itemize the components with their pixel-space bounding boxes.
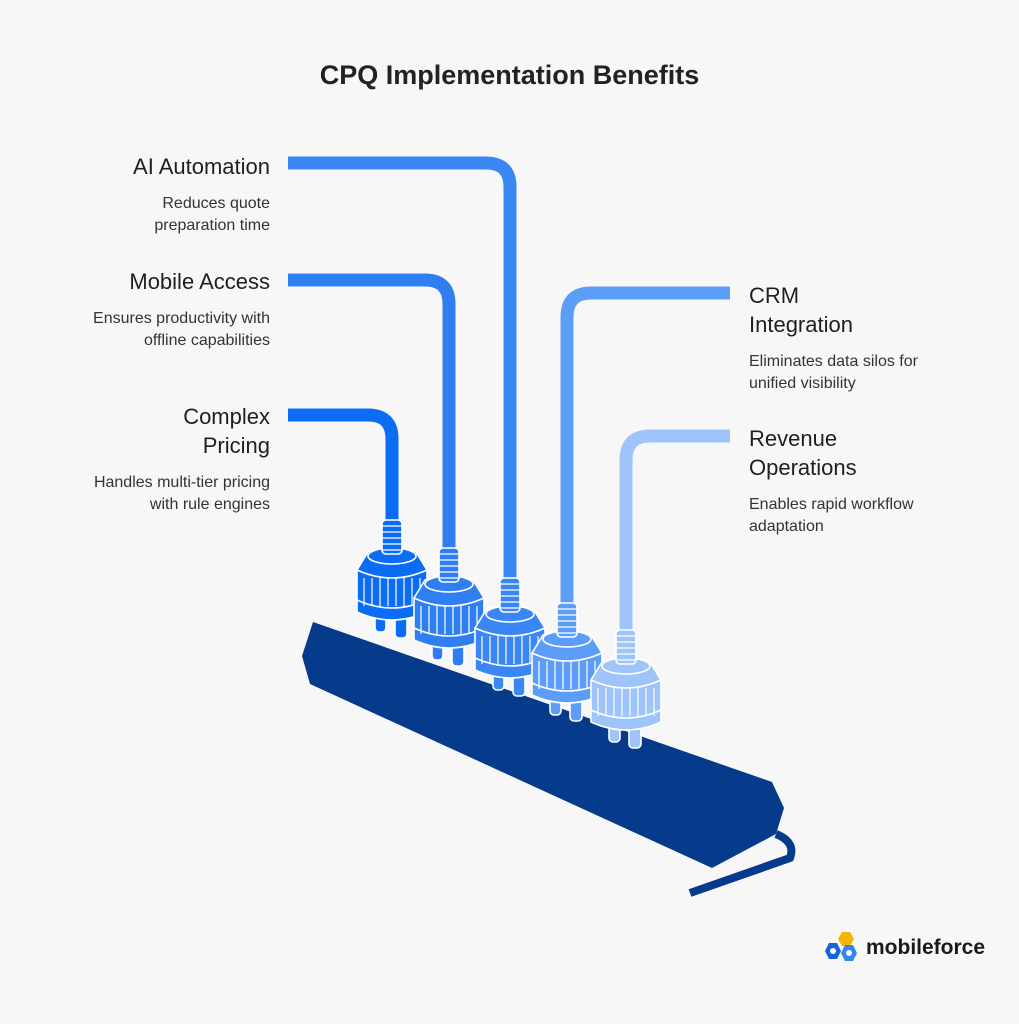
page-title: CPQ Implementation Benefits xyxy=(319,60,700,90)
power-cord xyxy=(688,830,796,897)
benefit-mobile-access: Mobile Access Ensures productivity with … xyxy=(10,267,270,352)
cable xyxy=(288,156,517,585)
plug-connector xyxy=(499,577,521,613)
plug xyxy=(355,519,429,639)
hexagon-logo-icon xyxy=(825,932,857,961)
benefit-description: Eliminates data silos for unified visibi… xyxy=(749,353,918,392)
benefit-description: Reduces quote preparation time xyxy=(154,195,270,234)
plug xyxy=(530,602,604,722)
benefit-complex-pricing: Complex Pricing Handles multi-tier prici… xyxy=(10,402,270,516)
benefit-ai-automation: AI Automation Reduces quote preparation … xyxy=(10,152,270,237)
cable xyxy=(619,429,730,637)
mobileforce-logo: mobileforce xyxy=(820,930,985,966)
plug xyxy=(412,547,486,667)
benefit-description: Handles multi-tier pricing with rule eng… xyxy=(93,474,270,513)
cable xyxy=(560,286,730,610)
cable xyxy=(288,273,456,555)
power-strip xyxy=(302,622,784,868)
cable xyxy=(288,408,399,525)
brand-name: mobileforce xyxy=(866,936,986,959)
benefit-label: Complex Pricing xyxy=(183,404,270,458)
benefit-description: Ensures productivity with offline capabi… xyxy=(93,310,270,349)
benefit-label: Revenue Operations xyxy=(749,426,857,480)
plug-connector xyxy=(556,602,578,638)
benefit-description: Enables rapid workflow adaptation xyxy=(749,496,914,535)
benefit-label: CRM Integration xyxy=(749,283,853,337)
benefit-revenue-operations: Revenue Operations Enables rapid workflo… xyxy=(749,424,1009,538)
plug-body xyxy=(590,679,662,731)
benefit-label: Mobile Access xyxy=(129,269,270,294)
plug xyxy=(589,629,663,749)
plug-connector xyxy=(615,629,637,665)
plug xyxy=(473,577,547,697)
benefit-crm-integration: CRM Integration Eliminates data silos fo… xyxy=(749,281,1009,395)
plug-connector xyxy=(381,519,403,555)
plug-connector xyxy=(438,547,460,583)
benefit-label: AI Automation xyxy=(133,154,270,179)
